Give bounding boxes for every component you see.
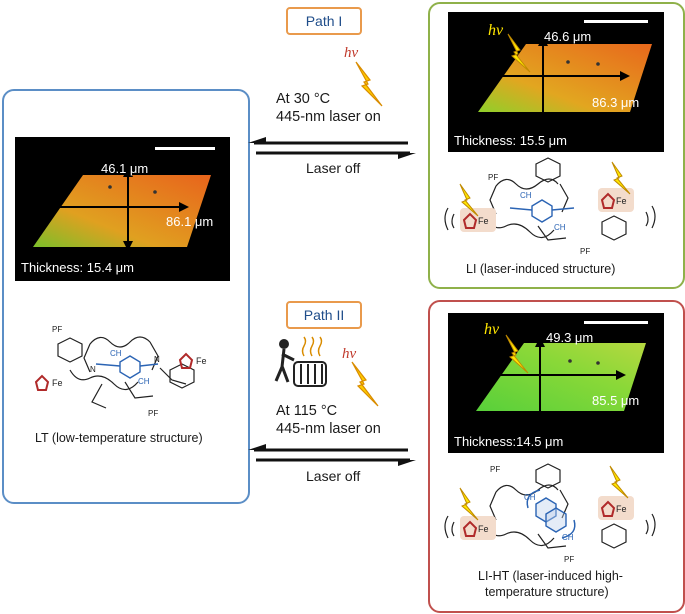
lt-crystal-image: 46.1 μm 86.1 μm Thickness: 15.4 μm (15, 137, 230, 281)
li-ch3-top: CH (520, 191, 532, 200)
path1-equilibrium-arrows (248, 137, 416, 159)
liht-pf6-bottom: PF (564, 555, 574, 564)
lightning-icon (459, 487, 479, 521)
heater-person-icon (274, 336, 327, 387)
lightning-icon (611, 161, 631, 195)
ferrocene-icon (34, 374, 50, 391)
lt-n-right: N (154, 355, 160, 364)
li-ch3-bottom: CH (554, 223, 566, 232)
path1-lightning-icon (355, 61, 383, 107)
lt-caption: LT (low-temperature structure) (35, 431, 203, 445)
li-length-label: 86.3 μm (592, 95, 640, 110)
liht-fe-left: Fe (478, 524, 489, 534)
lt-width-label: 46.1 μm (101, 161, 149, 176)
scale-bar (584, 20, 648, 23)
liht-crystal-image: hν 49.3 μm 85.5 μm Thickness:14.5 μm (448, 313, 664, 453)
path2-equilibrium-arrows (248, 444, 416, 466)
path1-temperature: At 30 °C (276, 91, 331, 107)
li-hv-label: hν (488, 22, 504, 39)
lt-ch3-bottom: CH (138, 377, 150, 386)
lt-pf6-bottom: PF (148, 409, 158, 417)
liht-caption-line1: LI-HT (laser-induced high- (478, 569, 623, 583)
lt-molecule-structure: Fe Fe PF PF CH CH N N (34, 325, 207, 417)
liht-caption-line2: temperature structure) (485, 585, 609, 599)
liht-thickness-label: Thickness:14.5 μm (454, 434, 564, 449)
lt-thickness-label: Thickness: 15.4 μm (21, 260, 134, 275)
lightning-icon (609, 465, 629, 499)
lt-length-label: 86.1 μm (166, 214, 214, 229)
li-pf6-top: PF (488, 173, 498, 182)
liht-fe-right: Fe (616, 504, 627, 514)
path2-label-box: Path II (286, 301, 362, 329)
path1-laser-off: Laser off (306, 160, 361, 176)
lt-n-left: N (90, 365, 96, 374)
path1-laser-on: 445-nm laser on (276, 109, 381, 125)
li-molecule-structure: Fe Fe PF PF CH CH (444, 157, 656, 256)
lt-fe-left: Fe (52, 378, 63, 388)
liht-length-label: 85.5 μm (592, 393, 640, 408)
li-width-label: 46.6 μm (544, 29, 592, 44)
liht-hv-label: hν (484, 321, 500, 338)
scale-bar (155, 147, 215, 150)
path1-label-box: Path I (286, 7, 362, 35)
li-pf6-bottom: PF (580, 247, 590, 256)
path2-laser-off: Laser off (306, 468, 361, 484)
liht-molecule-structure: Fe Fe PF PF CH CH (444, 463, 656, 564)
path2-hv-label: hν (342, 346, 357, 362)
lightning-icon (505, 334, 529, 374)
li-fe-left: Fe (478, 216, 489, 226)
path1-hv-label: hν (344, 45, 359, 61)
liht-ch3-bottom: CH (562, 533, 574, 542)
lt-crystal-graphic (33, 147, 215, 251)
li-caption: LI (laser-induced structure) (466, 262, 616, 276)
li-crystal-image: hν 46.6 μm 86.3 μm Thickness: 15.5 μm (448, 12, 664, 152)
lt-fe-right: Fe (196, 356, 207, 366)
path2-laser-on: 445-nm laser on (276, 421, 381, 437)
path2-lightning-icon (351, 361, 379, 407)
liht-width-label: 49.3 μm (546, 330, 594, 345)
lightning-icon (507, 33, 531, 73)
li-thickness-label: Thickness: 15.5 μm (454, 133, 567, 148)
lt-pf6-top: PF (52, 325, 62, 334)
li-fe-right: Fe (616, 196, 627, 206)
path2-temperature: At 115 °C (276, 403, 338, 419)
scale-bar (584, 321, 648, 324)
liht-ch3-top: CH (524, 493, 536, 502)
liht-crystal-graphic (476, 321, 648, 429)
li-crystal-graphic (478, 20, 652, 130)
liht-pf6-top: PF (490, 465, 500, 474)
lt-ch3-top: CH (110, 349, 122, 358)
lightning-icon (459, 183, 479, 217)
